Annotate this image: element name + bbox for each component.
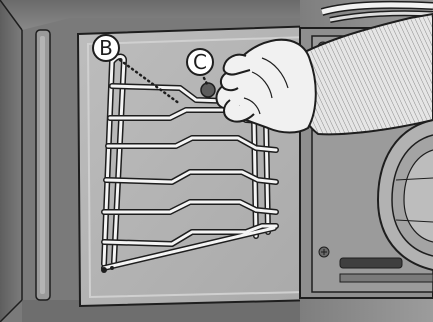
callout-b-label: B — [92, 34, 120, 62]
mount-hole — [201, 83, 215, 97]
screw-bottom — [319, 247, 329, 257]
callout-c-label: C — [186, 48, 214, 76]
vent-slot — [340, 258, 402, 268]
oven-left-wall — [0, 0, 22, 322]
